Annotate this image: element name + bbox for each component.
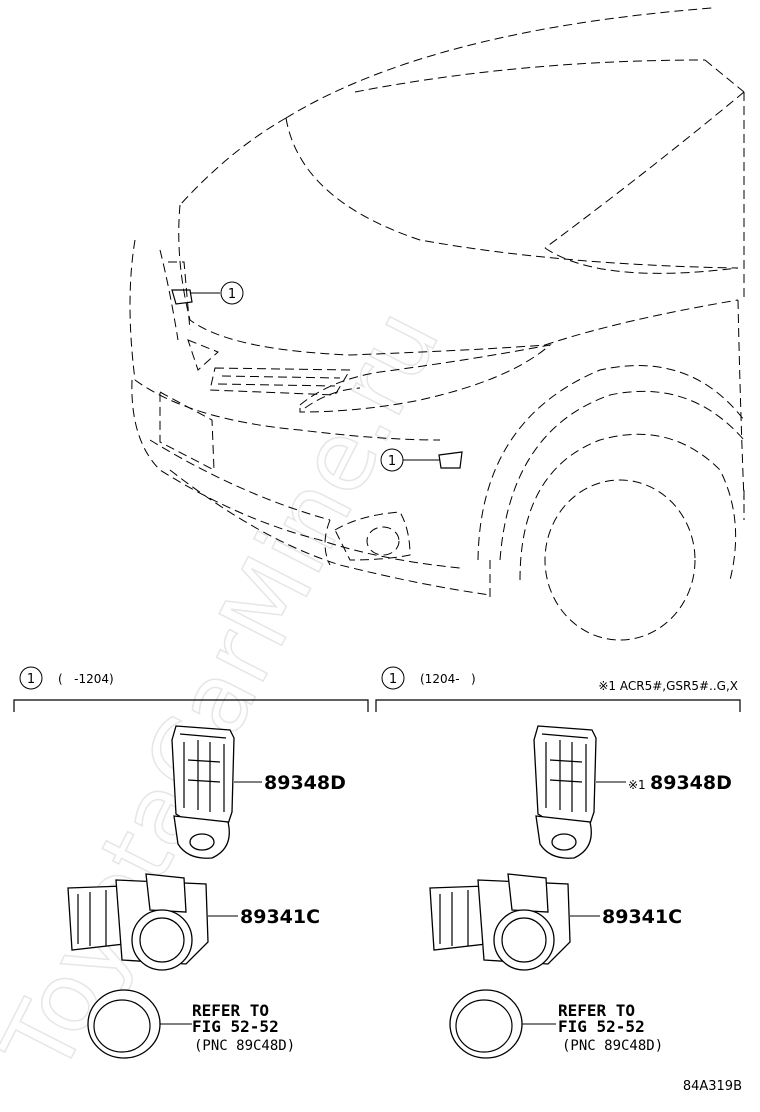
section-right: 1 (1204- ) ※1 ACR5#,GSR5#..G,X ※1 89348D… — [375, 666, 741, 1059]
reference-line2: FIG 52-52 — [192, 1017, 279, 1036]
reference-line1: REFER TO — [192, 1001, 269, 1020]
section-marker: 1 — [27, 672, 35, 687]
part-number-89341C: 89341C — [602, 906, 682, 928]
part-prefix-mark: ※1 — [628, 778, 646, 792]
reference-line3: (PNC 89C48D) — [562, 1038, 663, 1054]
section-range: ( -1204) — [58, 672, 114, 686]
car-front-illustration — [129, 7, 745, 641]
callout-marker: 1 — [228, 287, 236, 302]
callout-marker: 1 — [388, 454, 396, 469]
applicability-note: ※1 ACR5#,GSR5#..G,X — [598, 679, 738, 693]
bezel-part — [449, 989, 523, 1059]
part-number-89341C: 89341C — [240, 906, 320, 928]
bracket-part — [533, 725, 597, 859]
sensor-part — [429, 873, 571, 971]
section-range: (1204- ) — [420, 672, 476, 686]
reference-line1: REFER TO — [558, 1001, 635, 1020]
part-number-89348D: 89348D — [264, 772, 346, 794]
sensor-part — [67, 873, 209, 971]
reference-line2: FIG 52-52 — [558, 1017, 645, 1036]
bezel-part — [87, 989, 161, 1059]
bracket-part — [171, 725, 235, 859]
reference-line3: (PNC 89C48D) — [194, 1038, 295, 1054]
part-number-89348D: 89348D — [650, 772, 732, 794]
figure-code: 84A319B — [683, 1079, 742, 1094]
callout-upper: 1 — [190, 281, 244, 305]
section-marker: 1 — [389, 672, 397, 687]
section-left: 1 ( -1204) 89348D 89341C — [13, 666, 369, 1059]
watermark: ToyotaCarMine.ru — [0, 292, 461, 1091]
callout-lower: 1 — [380, 448, 440, 472]
